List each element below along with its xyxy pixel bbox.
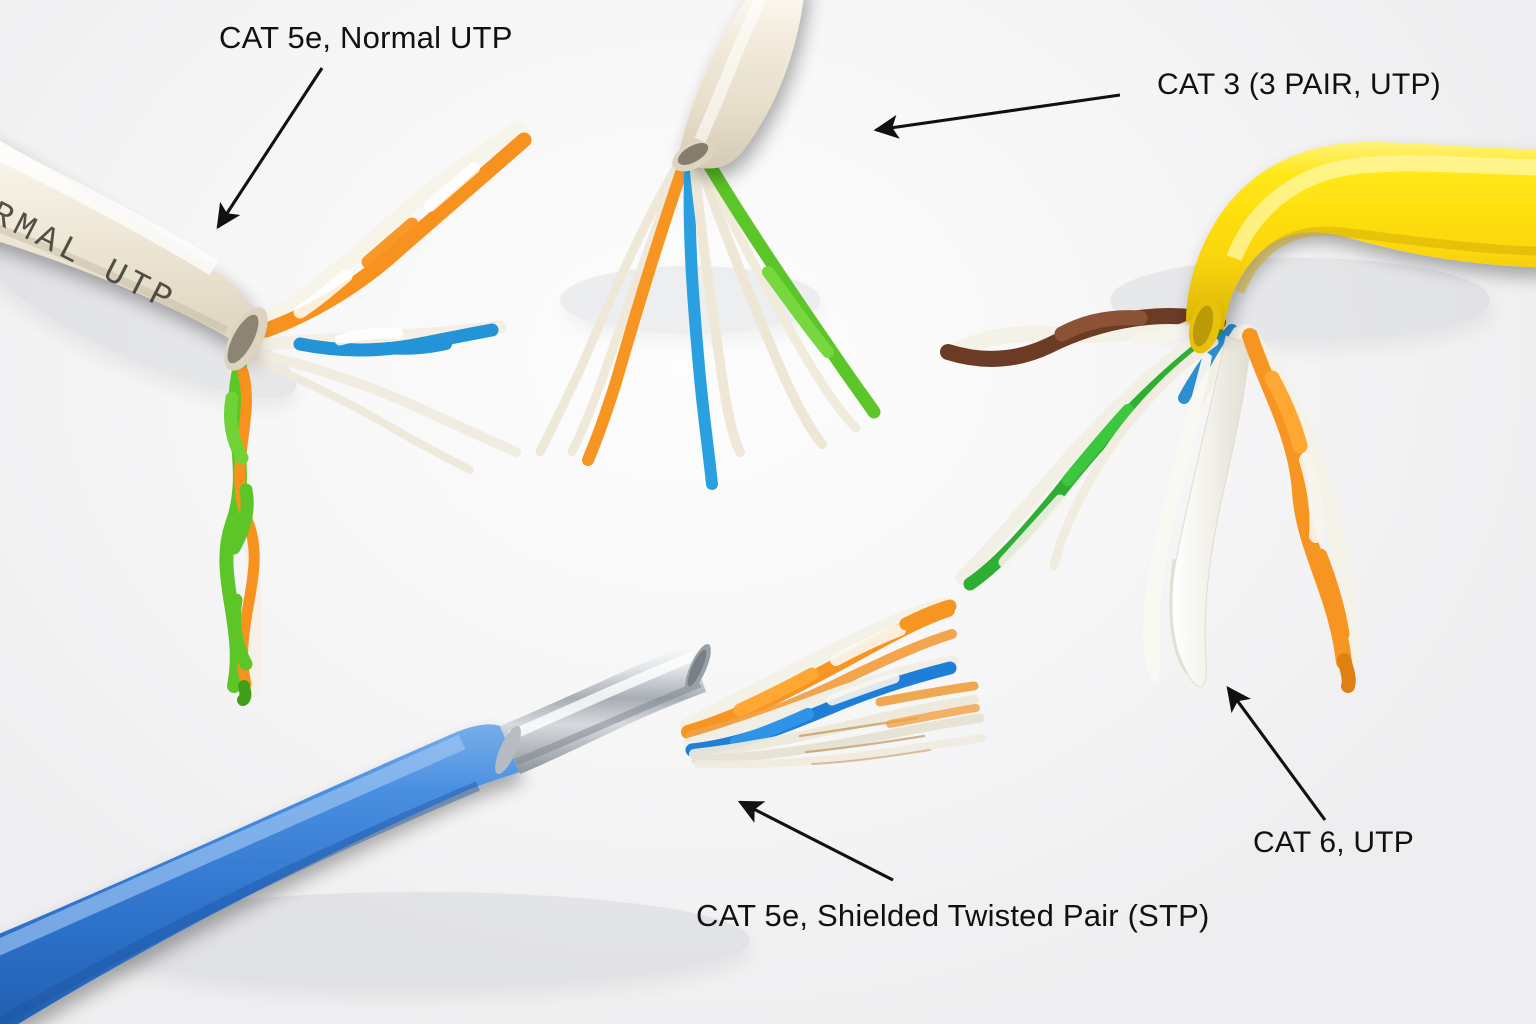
cat5e-utp-jacket <box>0 140 268 371</box>
cat6-wires <box>940 308 1360 693</box>
cable-cat3 <box>535 0 881 490</box>
label-cat5e-utp: CAT 5e, Normal UTP <box>219 20 513 55</box>
cable-cat6 <box>940 141 1536 693</box>
cable-cat5e-stp <box>0 597 986 1024</box>
label-cat3: CAT 3 (3 PAIR, UTP) <box>1157 68 1441 101</box>
cat3-wires <box>535 159 881 490</box>
cat6-jacket <box>1186 141 1536 354</box>
cat5e-utp-wires <box>219 120 532 706</box>
cat5e-stp-foil-shield <box>495 644 711 774</box>
label-cat5e-stp: CAT 5e, Shielded Twisted Pair (STP) <box>696 898 1210 933</box>
cat5e-stp-wires <box>679 597 986 769</box>
label-cat6: CAT 6, UTP <box>1253 826 1414 859</box>
cat3-jacket <box>672 0 804 172</box>
cat5e-stp-jacket <box>0 724 520 1024</box>
cable-cat5e-utp: ORMAL UTP <box>0 120 532 706</box>
